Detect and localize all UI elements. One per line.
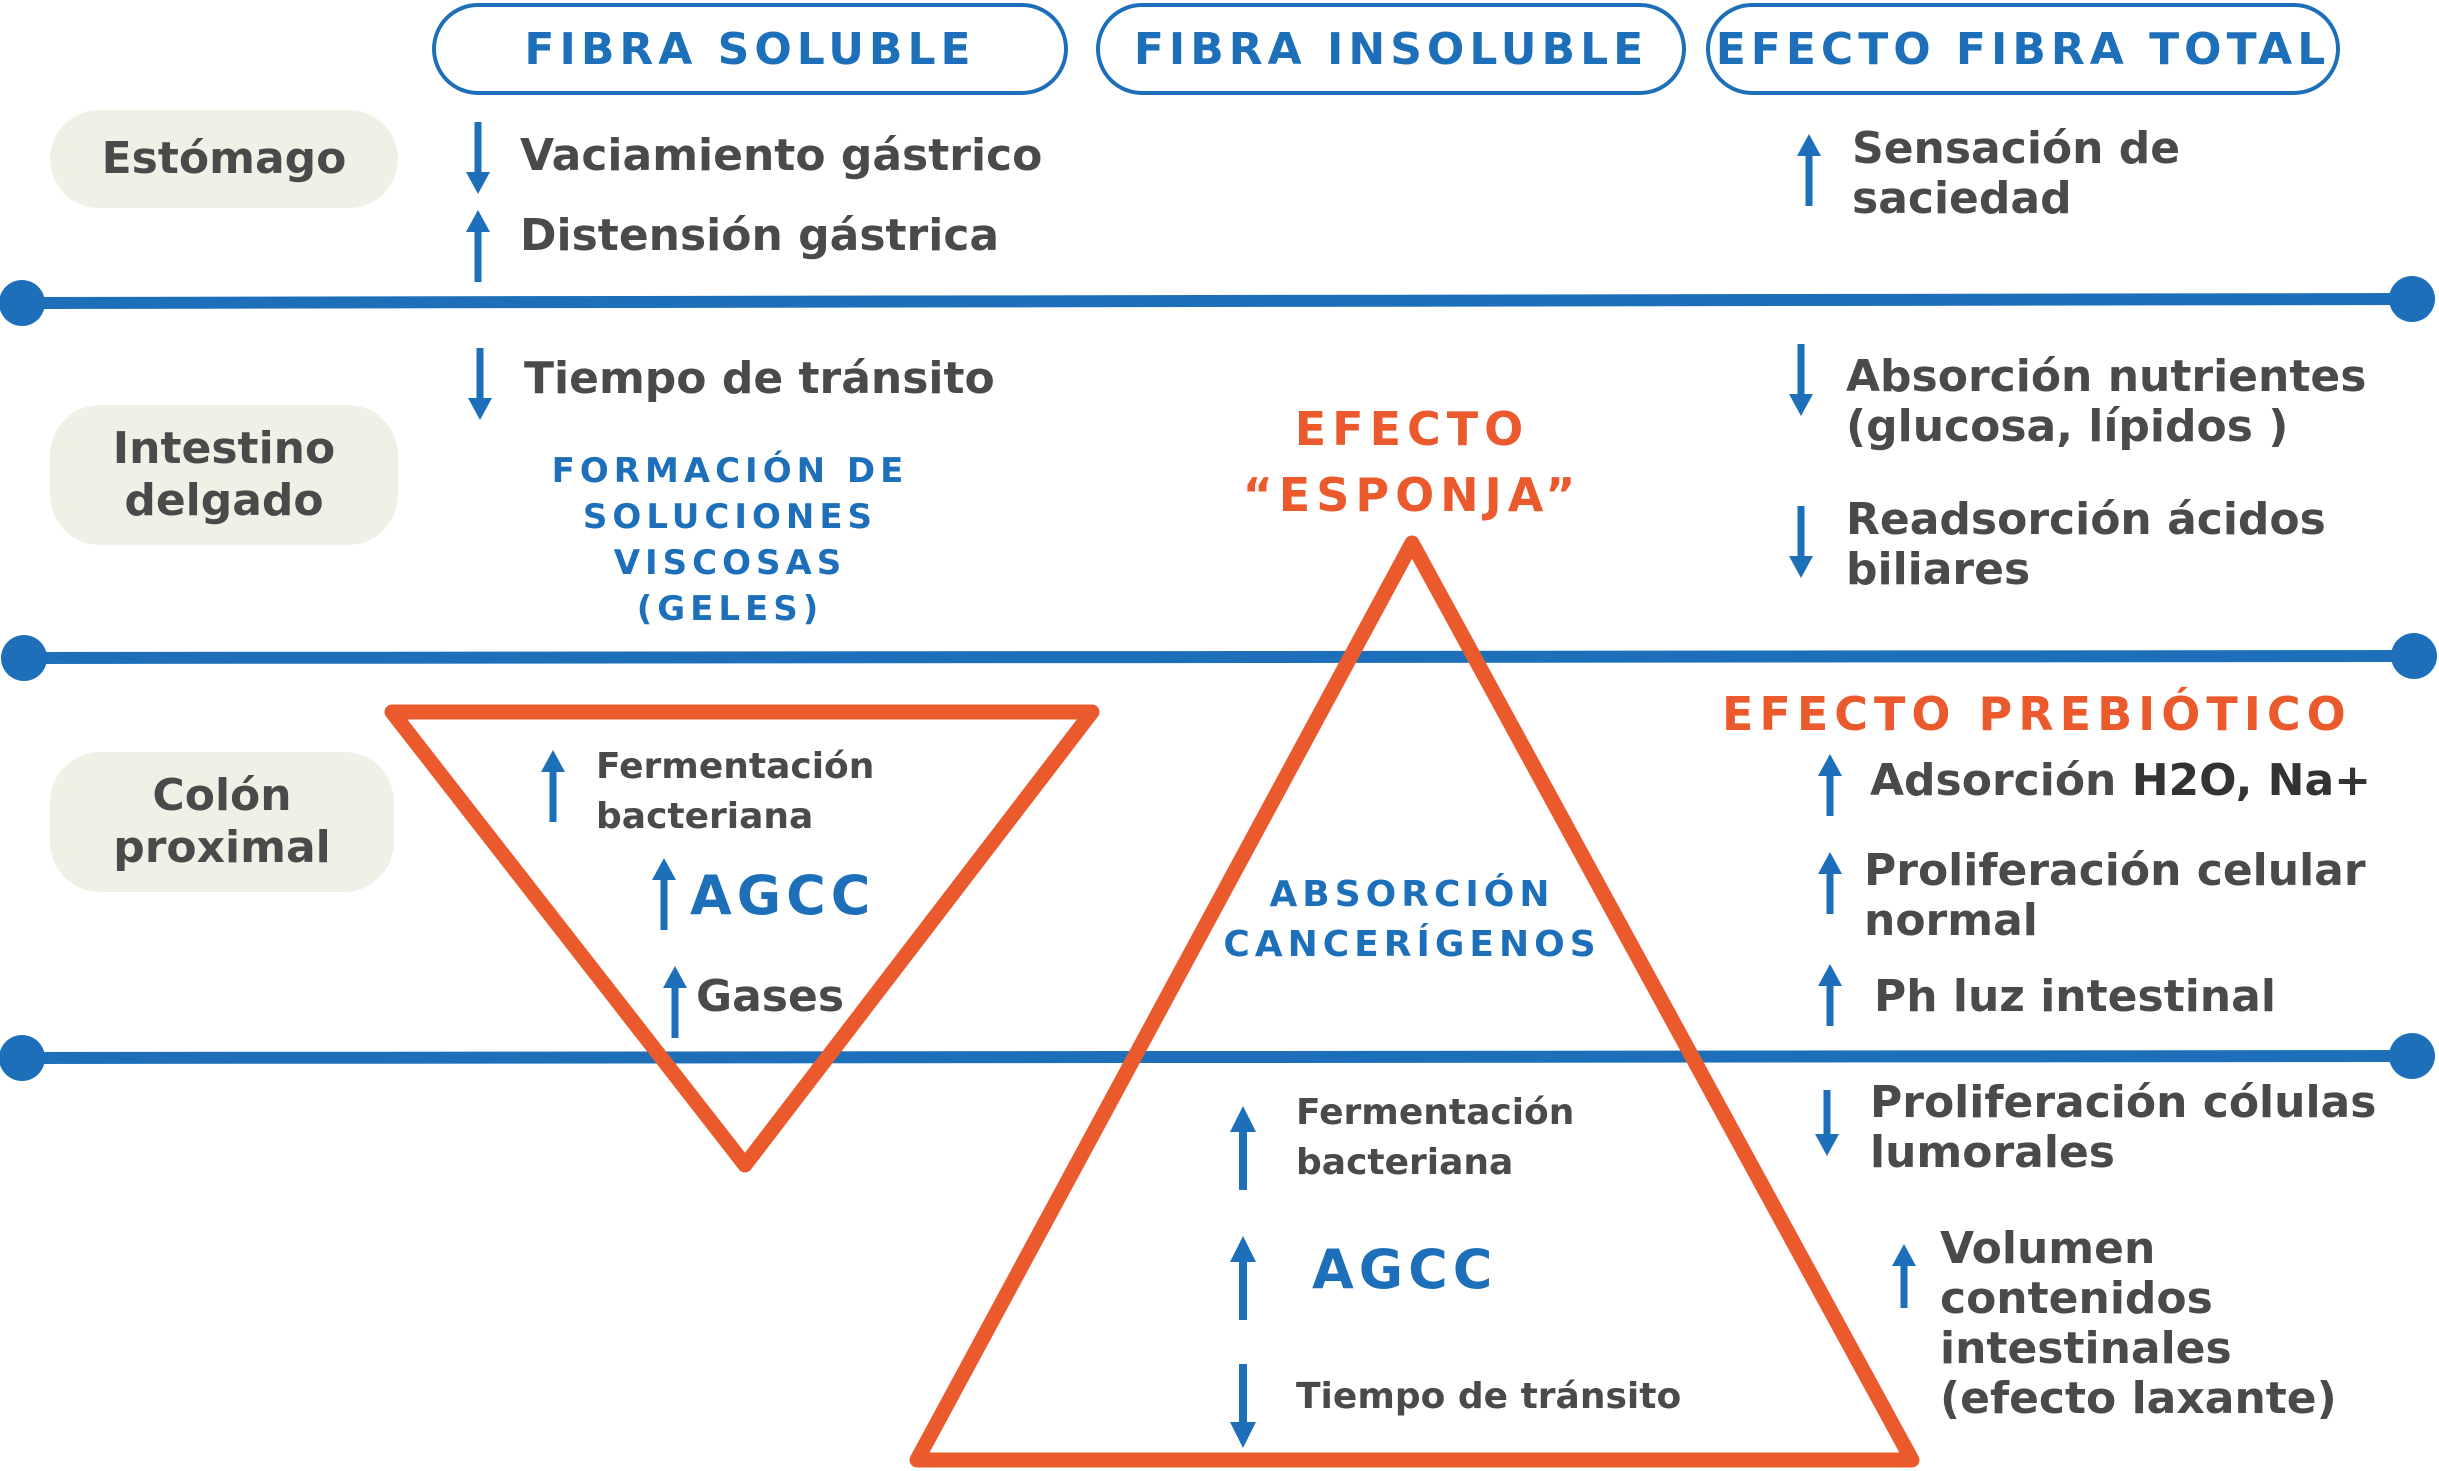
colon-soluble-agcc: AGCC	[690, 864, 876, 927]
colon-total-item-5-line-3: intestinales	[1940, 1323, 2232, 1374]
small-intestine-total-2-line-1: Readsorción ácidos	[1846, 494, 2326, 545]
colon-total-item-5-line-2: contenidos	[1940, 1273, 2213, 1324]
gel-formation-label: FORMACIÓN DE SOLUCIONES VISCOSAS (GELES)	[530, 448, 930, 632]
header-total-effect: EFECTO FIBRA TOTAL	[1706, 3, 2340, 95]
separator-line-2	[1, 633, 2437, 681]
colon-soluble-item-1-line-2: bacteriana	[596, 796, 814, 837]
stomach-soluble-item-1: Vaciamiento gástrico	[520, 130, 1043, 181]
gel-formation-line-1: FORMACIÓN DE	[551, 451, 909, 491]
colon-total-item-2-line-1: Proliferación celular	[1864, 845, 2366, 896]
arrow-up-icon	[466, 210, 490, 282]
colon-total-item-4-line-1: Proliferación cólulas	[1870, 1077, 2377, 1128]
colon-total-item-1-bold: H2O, Na+	[2131, 755, 2371, 806]
separator-line-3	[0, 1033, 2435, 1081]
colon-insoluble-item-1-line-2: bacteriana	[1296, 1142, 1514, 1183]
carcinogen-absorption-label: ABSORCIÓN CANCERÍGENOS	[1212, 870, 1612, 970]
colon-soluble-item-1-line-1: Fermentación	[596, 746, 875, 787]
carcinogen-absorption-line-2: CANCERÍGENOS	[1223, 924, 1601, 965]
colon-total-item-1-prefix: Adsorción	[1870, 755, 2132, 806]
arrow-down-icon	[1815, 1090, 1839, 1156]
carcinogen-absorption-line-1: ABSORCIÓN	[1269, 874, 1555, 915]
prebiotic-effect-label: EFECTO PREBIÓTICO	[1722, 687, 2352, 741]
arrow-up-icon	[1230, 1106, 1256, 1190]
gel-formation-line-3: VISCOSAS	[613, 543, 847, 583]
sponge-effect-label: EFECTO “ESPONJA”	[1192, 396, 1632, 528]
small-intestine-soluble-item: Tiempo de tránsito	[524, 353, 995, 404]
section-colon-line2: proximal	[113, 822, 331, 873]
header-soluble-fiber: FIBRA SOLUBLE	[432, 3, 1068, 95]
section-stomach: Estómago	[50, 110, 398, 208]
arrow-up-icon	[1230, 1236, 1256, 1320]
arrow-up-icon	[1797, 134, 1821, 206]
sponge-effect-line-2: “ESPONJA”	[1242, 468, 1582, 522]
arrow-down-icon	[1789, 344, 1813, 416]
arrow-up-icon	[1818, 852, 1842, 914]
colon-total-item-3: Ph luz intestinal	[1874, 971, 2276, 1022]
sponge-effect-line-1: EFECTO	[1294, 402, 1530, 456]
colon-insoluble-agcc: AGCC	[1312, 1238, 1498, 1301]
arrow-down-icon	[466, 122, 490, 194]
section-small-intestine-line2: delgado	[124, 475, 324, 526]
small-intestine-total-1-line-1: Absorción nutrientes	[1846, 351, 2367, 402]
gel-formation-line-2: SOLUCIONES	[582, 497, 878, 537]
arrow-up-icon	[1818, 754, 1842, 816]
colon-total-item-5-line-4: (efecto laxante)	[1940, 1373, 2337, 1424]
colon-soluble-gases: Gases	[696, 971, 845, 1022]
stomach-total-line-2: saciedad	[1852, 173, 2072, 224]
colon-total-item-5-line-1: Volumen	[1940, 1223, 2156, 1274]
colon-insoluble-transit: Tiempo de tránsito	[1296, 1376, 1682, 1417]
section-stomach-label: Estómago	[101, 133, 347, 184]
sponge-triangle-shape	[909, 535, 1920, 1468]
small-intestine-total-1-line-2: (glucosa, lípidos )	[1846, 401, 2289, 452]
section-small-intestine: Intestino delgado	[50, 405, 398, 545]
arrow-down-icon	[1230, 1364, 1256, 1448]
arrow-up-icon	[652, 858, 676, 930]
separator-line-1	[0, 276, 2435, 326]
stomach-soluble-item-2: Distensión gástrica	[520, 210, 1000, 261]
arrow-up-icon	[541, 750, 565, 822]
stomach-total-line-1: Sensación de	[1852, 123, 2181, 174]
header-insoluble-fiber: FIBRA INSOLUBLE	[1096, 3, 1686, 95]
small-intestine-total-2-line-2: biliares	[1846, 544, 2031, 595]
section-colon-line1: Colón	[152, 770, 292, 821]
arrow-up-icon	[1818, 964, 1842, 1026]
section-small-intestine-line1: Intestino	[112, 423, 336, 474]
inverted-triangle-shape	[384, 704, 1100, 1173]
colon-total-item-2-line-2: normal	[1864, 895, 2038, 946]
arrow-down-icon	[1789, 506, 1813, 578]
arrow-up-icon	[1892, 1244, 1916, 1308]
colon-total-item-1: Adsorción H2O, Na+	[1870, 756, 2371, 806]
arrow-up-icon	[663, 966, 687, 1038]
arrow-down-icon	[468, 348, 492, 420]
section-colon: Colón proximal	[50, 752, 394, 892]
colon-insoluble-item-1-line-1: Fermentación	[1296, 1092, 1575, 1133]
gel-formation-line-4: (GELES)	[636, 589, 824, 629]
colon-total-item-4-line-2: lumorales	[1870, 1127, 2115, 1178]
